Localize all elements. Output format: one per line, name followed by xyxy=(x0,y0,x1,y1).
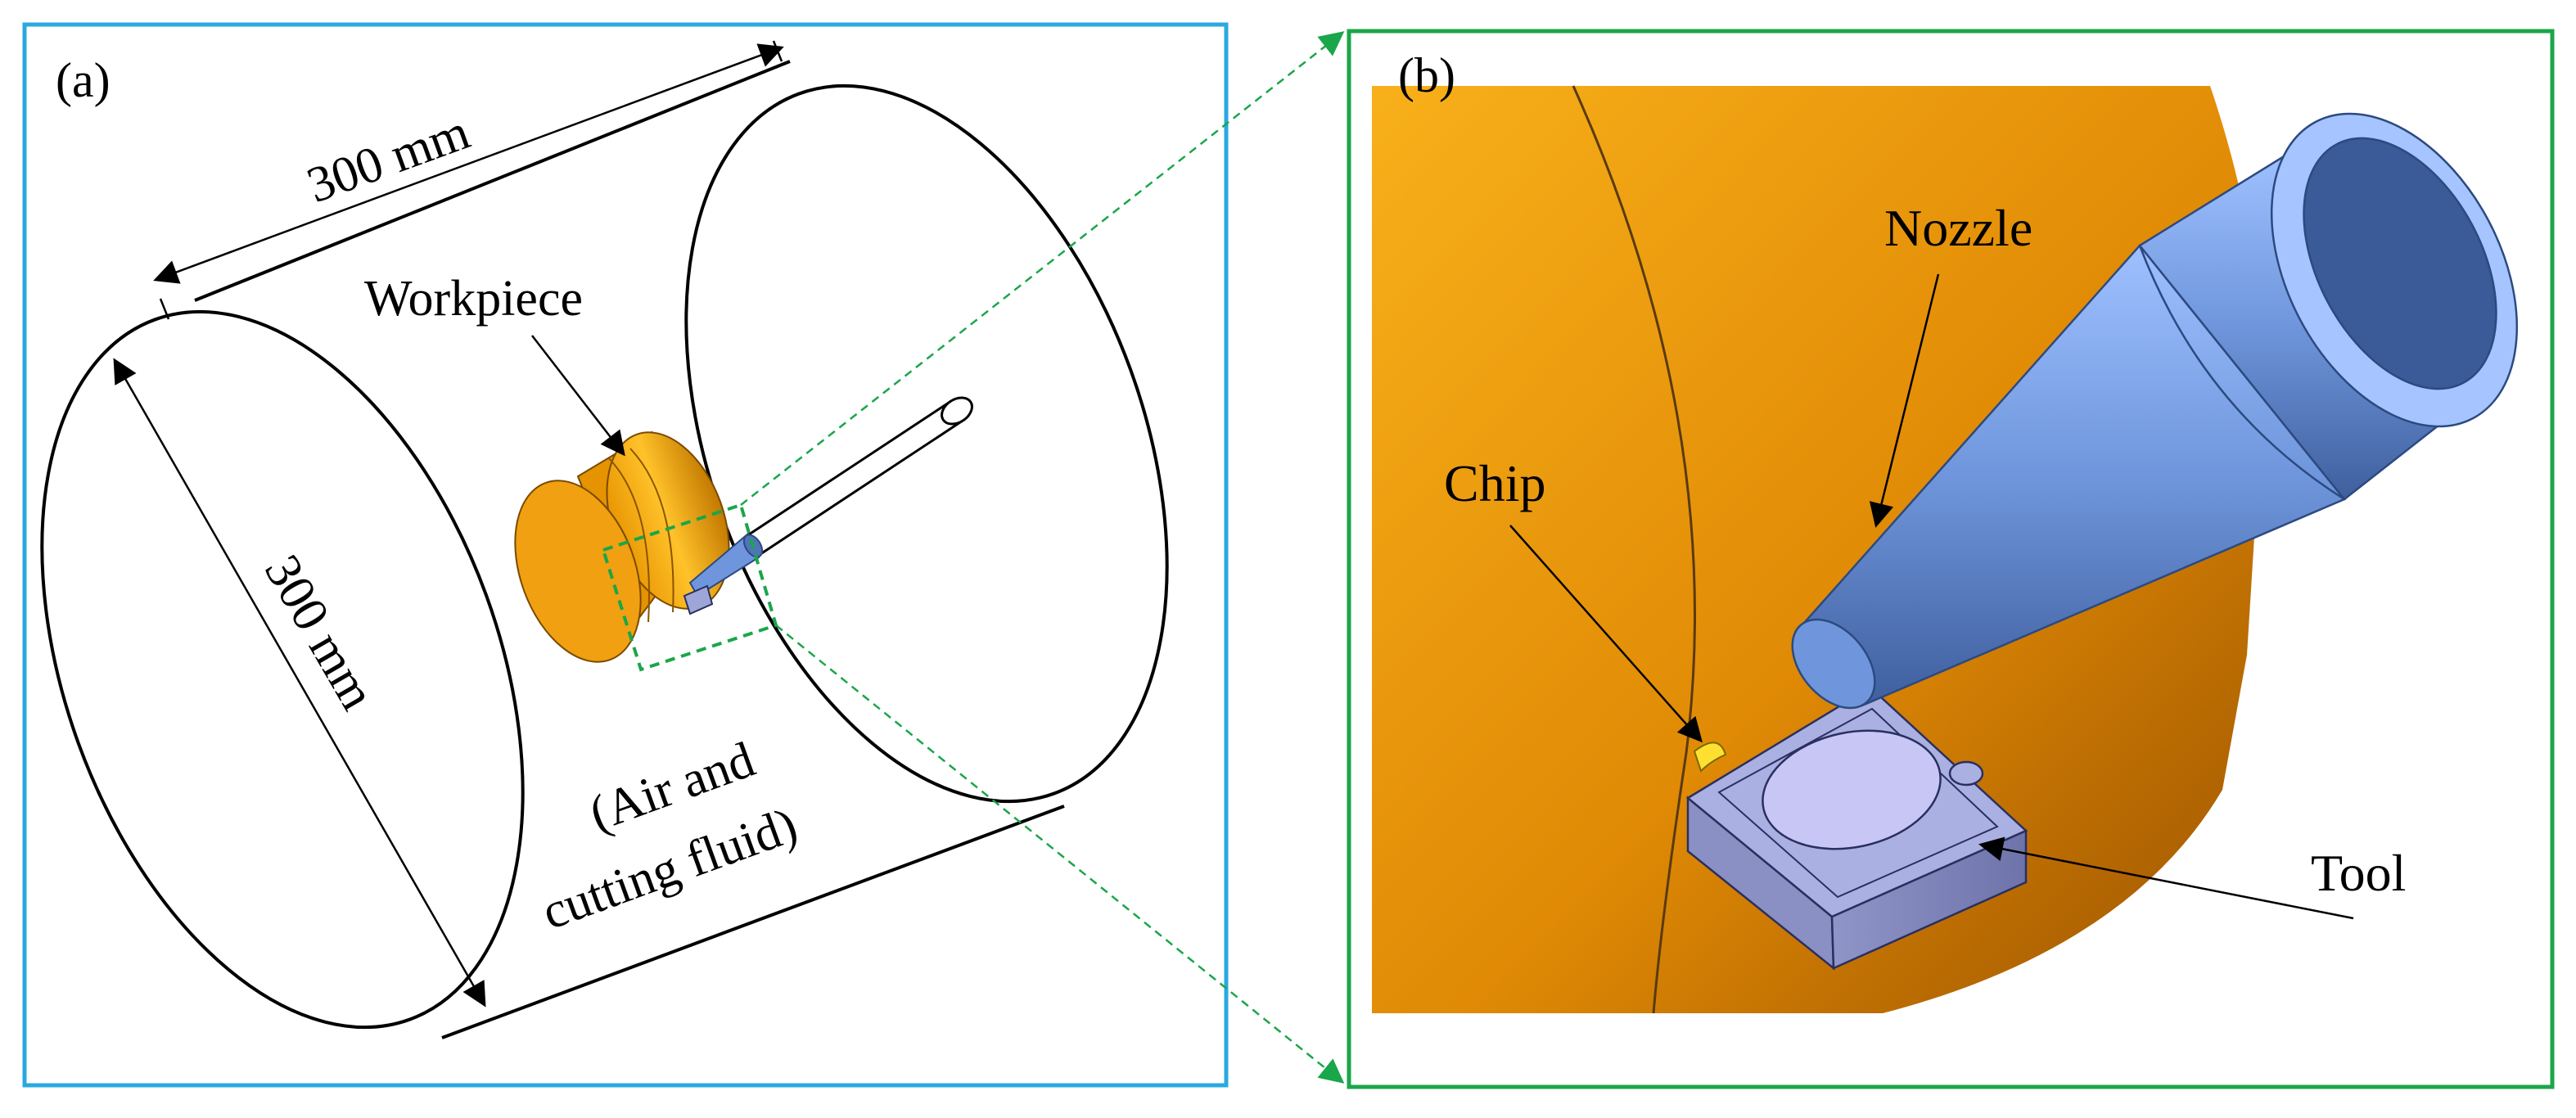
workpiece-edge-curve xyxy=(1572,85,1696,1014)
chip xyxy=(1693,742,1727,773)
diameter-dimension-label: 300 mm xyxy=(254,546,386,719)
workpiece xyxy=(514,431,730,663)
diameter-dimension-arrow xyxy=(113,358,486,1008)
tool-clamp-circle xyxy=(1762,729,1942,850)
cylinder-top-edge xyxy=(194,60,791,302)
panel-b-frame xyxy=(1347,29,2555,1089)
nozzle xyxy=(1791,112,2519,710)
workpiece-surface xyxy=(1372,86,2262,1013)
zoom-link-bottom xyxy=(775,624,1345,1084)
nozzle-pipe xyxy=(683,396,973,615)
cylinder-bottom-edge xyxy=(441,805,1065,1039)
cylinder-left-face xyxy=(40,309,525,1030)
panel-b: (b) Nozzle Chip Tool xyxy=(1347,29,2555,1089)
tool-insert xyxy=(1685,686,2028,971)
nozzle-leader xyxy=(1869,273,1940,528)
workpiece-label: Workpiece xyxy=(364,271,583,327)
tool-leader xyxy=(1978,836,2354,920)
length-dimension-arrow xyxy=(153,43,784,284)
workpiece-face xyxy=(514,480,642,663)
chip-label: Chip xyxy=(1444,454,1545,512)
chip-leader xyxy=(1509,525,1703,743)
panel-b-label: (b) xyxy=(1398,48,1455,102)
tool-screw-hole xyxy=(1948,760,1984,787)
workpiece-leader xyxy=(531,335,625,457)
panel-a: (a) 300 mm 300 mm xyxy=(22,22,1229,1088)
panel-a-label: (a) xyxy=(56,53,111,107)
tool-label: Tool xyxy=(2311,844,2406,902)
nozzle-label: Nozzle xyxy=(1884,199,2032,257)
zoom-link-top xyxy=(740,31,1345,506)
panel-a-frame xyxy=(22,22,1229,1088)
nozzle-outlet-bore xyxy=(2303,137,2497,390)
zoom-links xyxy=(740,31,1345,1084)
